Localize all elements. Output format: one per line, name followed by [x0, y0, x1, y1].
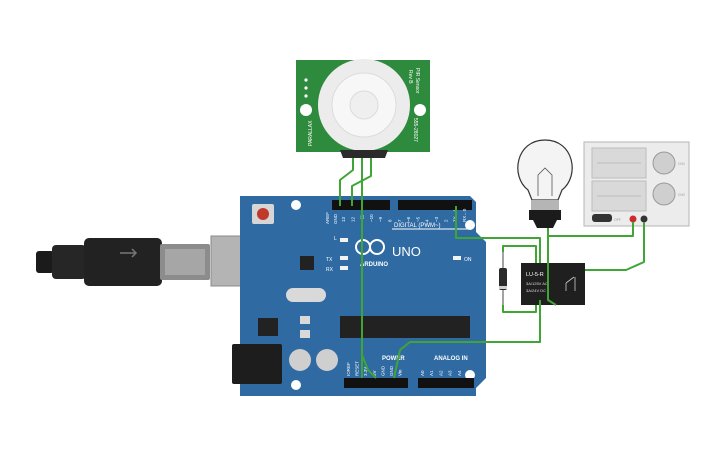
- aref-label: AREF: [325, 212, 330, 224]
- analog-pin-label: A5: [466, 370, 471, 376]
- header-top-right: [398, 200, 472, 210]
- relay-line1: 3A/125V AC: [526, 281, 548, 286]
- psu-knob-2[interactable]: [652, 182, 676, 206]
- analog-pin-label: A3: [448, 370, 453, 376]
- power-pin-label: Vin: [398, 369, 403, 376]
- power-pin-label: GND: [389, 365, 394, 376]
- led-rx-label: RX: [326, 267, 334, 273]
- wire-pin2-relay: [455, 206, 541, 263]
- digital-pin-label: 2: [443, 219, 448, 222]
- power-pin-label: 5V: [372, 370, 377, 376]
- psu-terminal-positive: [629, 215, 637, 223]
- pir-brand: PARALLAX: [308, 120, 314, 146]
- psu-off-switch[interactable]: [592, 214, 612, 222]
- pir-part: 555-28027: [412, 118, 418, 142]
- analog-pin-label: A4: [457, 370, 462, 376]
- digital-pin-label: 4: [425, 219, 430, 222]
- microcontroller-chip: [340, 316, 470, 338]
- wire-relay-diode: [502, 245, 537, 263]
- digital-label: DIGITAL (PWM~): [394, 223, 441, 229]
- psu-knob-1[interactable]: [652, 151, 676, 175]
- wire-psu-bulb: [548, 222, 634, 237]
- analog-pin-labels: A0 A1 A2 A3 A4 A5: [420, 370, 471, 376]
- diode: [499, 252, 507, 305]
- power-pin-label: IOREF: [346, 362, 351, 376]
- digital-pin-label: ~9: [378, 216, 383, 222]
- capacitor-2: [316, 349, 338, 371]
- pir-title: PIR Sensor: [414, 68, 420, 94]
- power-pin-label: 3.3V: [363, 367, 368, 376]
- power-label: POWER: [382, 356, 405, 362]
- digital-pin-label: 7: [397, 219, 402, 222]
- usb-cable: [36, 238, 210, 286]
- digital-pin-label: 12: [350, 216, 355, 222]
- digital-pin-label: ~3: [434, 216, 439, 222]
- digital-pin-label: ~10: [369, 214, 374, 222]
- wire-pir-vcc: [351, 158, 372, 206]
- analog-pin-label: A1: [429, 370, 434, 376]
- wire-gnd-bottom: [361, 354, 377, 379]
- wire-pir-gnd: [339, 158, 354, 206]
- digital-pin-label: RX←0: [462, 208, 467, 222]
- wire-psu-relay: [585, 222, 645, 271]
- header-power: [344, 378, 408, 388]
- pir-rev: Rev B: [407, 70, 413, 84]
- power-pin-label: GND: [380, 365, 385, 376]
- analog-pin-label: A0: [420, 370, 425, 376]
- psu-off-label: OFF: [614, 218, 621, 222]
- arduino-brand: ARDUINO: [360, 262, 388, 268]
- arduino-model: UNO: [392, 244, 421, 259]
- crystal: [286, 288, 326, 302]
- led-tx-label: TX: [326, 257, 333, 263]
- digital-pin-label: ~5: [415, 216, 420, 222]
- power-supply: [583, 141, 690, 227]
- relay: [521, 263, 585, 305]
- wire-diode-relay: [502, 305, 537, 313]
- psu-terminal-negative: [640, 215, 648, 223]
- wire-bulb-relay: [547, 228, 557, 306]
- led-on-label: ON: [464, 257, 472, 263]
- gnd-label: GND: [333, 213, 338, 224]
- light-bulb-icon: [517, 139, 573, 228]
- wire-5v: [393, 300, 541, 379]
- digital-pin-label: 8: [388, 219, 393, 222]
- relay-model: LU-5-R: [526, 272, 544, 278]
- digital-pin-label: ~6: [406, 216, 411, 222]
- power-jack: [232, 344, 282, 384]
- capacitor-1: [289, 349, 311, 371]
- pir-sensor: [296, 59, 430, 158]
- psu-knob1-label: CH1: [678, 162, 685, 166]
- power-pin-label: RESET: [355, 361, 360, 376]
- wires: [339, 158, 645, 379]
- relay-line2: 3A/24V DC: [526, 288, 546, 293]
- analog-pin-label: A2: [438, 370, 443, 376]
- analog-label: ANALOG IN: [434, 356, 468, 362]
- header-analog: [418, 378, 474, 388]
- psu-knob2-label: CH2: [678, 193, 685, 197]
- digital-pin-label: 13: [341, 216, 346, 222]
- led-l-label: L: [334, 236, 337, 242]
